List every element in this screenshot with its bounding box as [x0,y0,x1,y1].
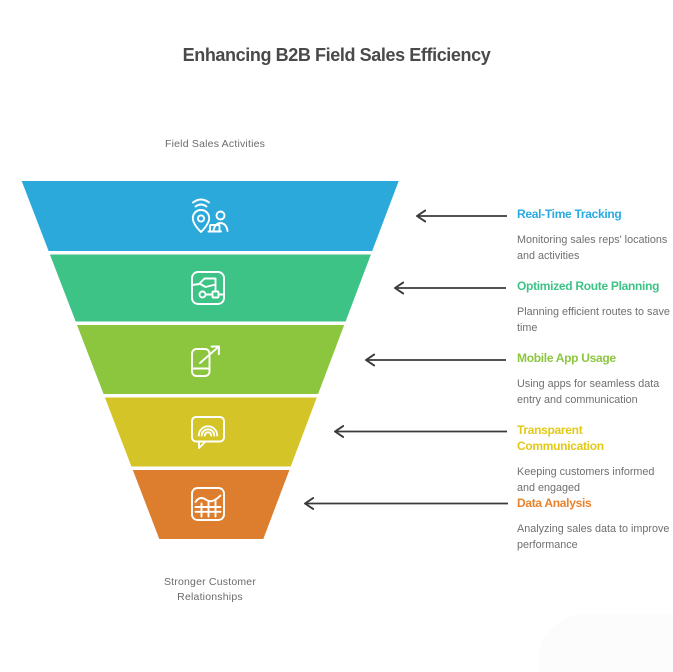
label-desc-real-time-tracking: Monitoring sales reps' locations and act… [517,234,668,262]
label-title-transparent-communication: Transparent Communication [517,423,604,453]
label-desc-optimized-route-planning: Planning efficient routes to save time [517,306,670,334]
funnel-layer-mobile-app-usage [77,325,345,394]
chat-bubble-signal-icon [191,416,225,449]
label-row-data-analysis: Data Analysis Analyzing sales data to im… [517,495,673,553]
label-title-optimized-route-planning: Optimized Route Planning [517,279,660,293]
funnel-layer-transparent-communication [104,397,317,467]
background-corner-shape [538,614,673,672]
mobile-phone-arrow-icon [191,345,220,377]
label-row-mobile-app-usage: Mobile App Usage Using apps for seamless… [517,350,673,408]
funnel-layer-optimized-route-planning [49,254,371,322]
label-row-transparent-communication: Transparent Communication Keeping custom… [517,422,673,496]
funnel-bottom-label: Stronger Customer Relationships [163,576,257,604]
location-tracking-icon [191,198,229,233]
funnel-layer-data-analysis [132,470,290,539]
funnel-top-label: Field Sales Activities [165,138,266,150]
label-row-optimized-route-planning: Optimized Route Planning Planning effici… [517,278,673,336]
funnel-layer-real-time-tracking [21,181,399,251]
route-map-icon [191,271,225,305]
bar-chart-icon [191,487,225,521]
label-desc-data-analysis: Analyzing sales data to improve performa… [517,523,670,551]
label-title-real-time-tracking: Real-Time Tracking [517,207,622,221]
page-title: Enhancing B2B Field Sales Efficiency [182,45,491,65]
label-title-data-analysis: Data Analysis [517,496,592,510]
label-desc-mobile-app-usage: Using apps for seamless data entry and c… [517,378,660,406]
label-row-real-time-tracking: Real-Time Tracking Monitoring sales reps… [517,206,673,264]
label-title-mobile-app-usage: Mobile App Usage [517,351,616,365]
label-desc-transparent-communication: Keeping customers informed and engaged [517,466,655,494]
